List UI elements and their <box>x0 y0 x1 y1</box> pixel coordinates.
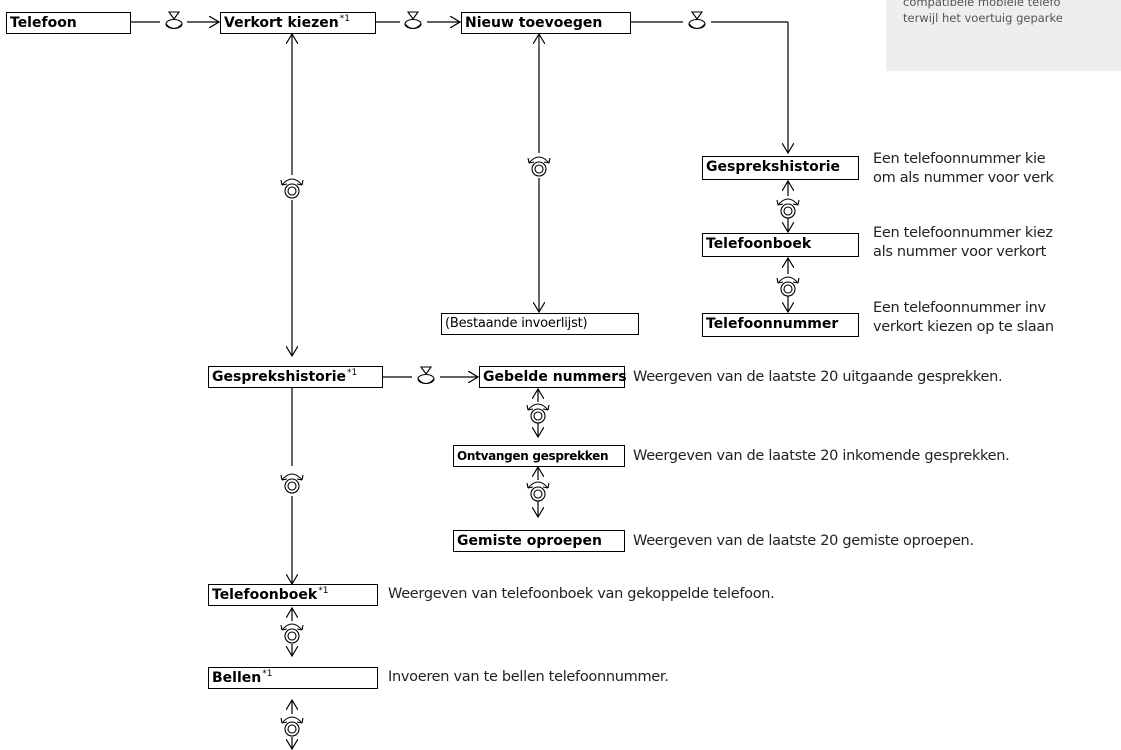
top-row-connectors <box>130 22 788 153</box>
footnote-marker: *1 <box>339 14 350 24</box>
node-gesprekshistorie: Gesprekshistorie*1 <box>208 366 383 388</box>
knob-press-icon <box>165 11 183 30</box>
desc-line: Een telefoonnummer inv <box>873 300 1046 316</box>
knob-rotate-icon <box>776 198 800 219</box>
knob-press-icon <box>688 11 706 30</box>
node-telefoonboek-sub: Telefoonboek <box>702 233 859 257</box>
node-telefoon: Telefoon <box>6 12 131 34</box>
node-label: Telefoonboek <box>706 236 812 252</box>
desc-gemiste-oproepen: Weergeven van de laatste 20 gemiste opro… <box>633 533 974 549</box>
node-label: Gemiste oproepen <box>457 533 602 549</box>
node-label: Ontvangen gesprekken <box>457 449 609 463</box>
desc-gebelde-nummers: Weergeven van de laatste 20 uitgaande ge… <box>633 369 1003 385</box>
knob-rotate-icon <box>280 716 304 737</box>
node-bestaande-invoerlijst: (Bestaande invoerlijst) <box>441 313 639 335</box>
node-label: Bellen <box>212 670 262 686</box>
desc-bellen: Invoeren van te bellen telefoonnummer. <box>388 669 669 685</box>
desc-line: Een telefoonnummer kiez <box>873 225 1053 241</box>
node-label: Gesprekshistorie <box>212 369 346 385</box>
node-ontvangen-gesprekken: Ontvangen gesprekken <box>453 445 625 467</box>
knob-rotate-icon <box>776 276 800 297</box>
knob-rotate-icon <box>526 481 550 502</box>
node-verkort-kiezen: Verkort kiezen*1 <box>220 12 376 34</box>
node-nieuw-toevoegen: Nieuw toevoegen <box>461 12 631 34</box>
node-label: Nieuw toevoegen <box>465 15 603 31</box>
node-label: Telefoonnummer <box>706 316 839 332</box>
node-label: Verkort kiezen <box>224 15 339 31</box>
node-label: Telefoon <box>10 15 77 31</box>
footnote-marker: *1 <box>262 669 273 679</box>
node-label: (Bestaande invoerlijst) <box>445 316 588 331</box>
desc-telefoonboek: Weergeven van telefoonboek van gekoppeld… <box>388 586 775 602</box>
call-history-arrows <box>383 377 538 517</box>
note-box: compatibele mobiele telefo terwijl het v… <box>886 0 1121 71</box>
node-gesprekshistorie-sub: Gesprekshistorie <box>702 156 859 180</box>
node-gemiste-oproepen: Gemiste oproepen <box>453 530 625 552</box>
node-telefoonboek: Telefoonboek*1 <box>208 584 378 606</box>
desc-line: verkort kiezen op te slaan <box>873 319 1054 335</box>
node-label: Telefoonboek <box>212 587 318 603</box>
knob-rotate-icon <box>526 403 550 424</box>
desc-telefoonboek-sub: Een telefoonnummer kiez als nummer voor … <box>873 224 1053 262</box>
knob-rotate-icon <box>280 623 304 644</box>
node-gebelde-nummers: Gebelde nummers <box>479 366 627 388</box>
node-telefoonnummer: Telefoonnummer <box>702 313 859 337</box>
note-line: terwijl het voertuig geparke <box>903 11 1063 25</box>
node-label: Gesprekshistorie <box>706 159 840 175</box>
desc-line: Een telefoonnummer kie <box>873 151 1046 167</box>
footnote-marker: *1 <box>318 586 329 596</box>
node-bellen: Bellen*1 <box>208 667 378 689</box>
desc-line: om als nummer voor verk <box>873 170 1054 186</box>
knob-press-icon <box>417 366 435 385</box>
desc-line: als nummer voor verkort <box>873 244 1047 260</box>
footnote-marker: *1 <box>347 368 358 378</box>
desc-telefoonnummer: Een telefoonnummer inv verkort kiezen op… <box>873 299 1054 337</box>
knob-press-icon <box>404 11 422 30</box>
desc-ontvangen-gesprekken: Weergeven van de laatste 20 inkomende ge… <box>633 448 1010 464</box>
knob-rotate-icon <box>280 178 304 199</box>
node-label: Gebelde nummers <box>483 369 627 385</box>
desc-gesprekshistorie-sub: Een telefoonnummer kie om als nummer voo… <box>873 150 1054 188</box>
knob-rotate-icon <box>280 473 304 494</box>
note-line: compatibele mobiele telefo <box>903 0 1061 9</box>
knob-rotate-icon <box>527 156 551 177</box>
